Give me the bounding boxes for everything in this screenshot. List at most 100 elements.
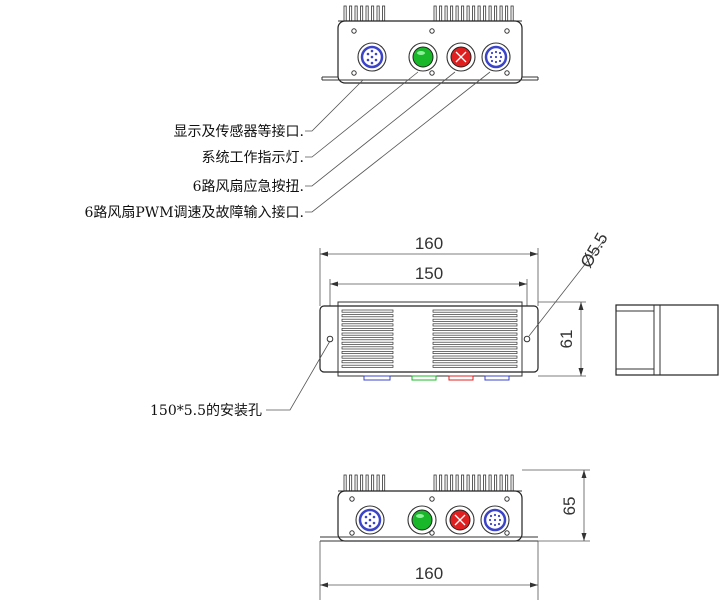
fin	[455, 5, 459, 22]
emergency-button-icon	[446, 42, 476, 72]
dim-arrows	[581, 470, 587, 541]
plan-view: 160 150 61 Ø5.5 150*5.5的安装孔	[150, 230, 612, 419]
plan-fin	[341, 309, 394, 313]
fin	[488, 5, 492, 22]
fin	[472, 474, 476, 492]
leader-pwm	[305, 71, 491, 213]
fin	[466, 474, 470, 492]
display-connector-icon	[355, 505, 385, 535]
screw-icon	[351, 28, 357, 34]
plan-fin	[432, 323, 518, 327]
fin	[382, 474, 386, 492]
plan-fin	[432, 360, 518, 364]
fin	[477, 5, 481, 22]
callout-indicator: 系统工作指示灯.	[202, 150, 304, 166]
fin	[354, 5, 358, 22]
heat-sink-fins-right	[433, 5, 514, 22]
plan-fin	[341, 341, 394, 345]
fin	[488, 474, 492, 492]
connector-stub	[448, 375, 474, 381]
leader-indicator	[305, 71, 419, 158]
indicator-light-icon	[407, 505, 437, 535]
indicator-light-icon	[408, 42, 438, 72]
dim-65: 65	[560, 497, 579, 516]
plan-fin	[341, 346, 394, 350]
pwm-connector-icon	[480, 505, 510, 535]
fin	[510, 474, 514, 492]
plan-fin	[432, 337, 518, 341]
fin	[505, 474, 509, 492]
callout-pwm-port: 6路风扇PWM调速及故障输入接口.	[84, 204, 304, 221]
screw-icon	[504, 496, 510, 502]
heat-sink-fins-left	[343, 5, 386, 22]
display-connector-icon	[357, 42, 387, 72]
fin	[444, 474, 448, 492]
fin	[461, 474, 465, 492]
front-view-top	[321, 5, 539, 84]
screw-icon	[504, 530, 510, 536]
fin	[343, 5, 347, 22]
plan-fin	[432, 314, 518, 318]
screw-icon	[504, 70, 510, 76]
screw-icon	[349, 496, 355, 502]
fin	[477, 474, 481, 492]
dim-150: 150	[415, 264, 443, 283]
fin	[499, 474, 503, 492]
fin	[354, 474, 358, 492]
plan-fin	[341, 314, 394, 318]
dim-160-bottom: 160	[415, 564, 443, 583]
plan-fin	[432, 351, 518, 354]
screw-icon	[349, 530, 355, 536]
leader-display	[305, 79, 364, 132]
plan-fin	[432, 318, 518, 322]
fin	[382, 5, 386, 22]
fin	[444, 5, 448, 22]
plan-fin	[432, 309, 518, 313]
plan-fin	[432, 364, 518, 368]
enclosure-side	[615, 304, 719, 376]
side-view	[615, 304, 719, 376]
fin	[472, 5, 476, 22]
fin	[439, 474, 443, 492]
plan-fin	[432, 341, 518, 345]
plan-fin	[341, 328, 394, 331]
fin	[450, 5, 454, 22]
fin	[371, 5, 375, 22]
fin	[343, 474, 347, 492]
leader-button	[305, 71, 456, 187]
fin	[483, 5, 487, 22]
plan-fin	[341, 337, 394, 341]
connector-stub	[411, 375, 437, 381]
fin	[505, 5, 509, 22]
plan-fin	[432, 328, 518, 331]
callout-emergency-button: 6路风扇应急按扭.	[193, 178, 304, 195]
plan-fin	[341, 318, 394, 322]
fin	[450, 474, 454, 492]
fin	[365, 5, 369, 22]
plan-fins-left	[341, 309, 394, 368]
fin	[360, 474, 364, 492]
plan-fin	[341, 355, 394, 359]
screw-icon	[429, 496, 435, 502]
plan-fin	[341, 364, 394, 368]
dim-hole-diameter: Ø5.5	[577, 230, 612, 271]
callout-mount-hole: 150*5.5的安装孔	[150, 403, 262, 419]
screw-icon	[429, 28, 435, 34]
fin	[483, 474, 487, 492]
leader-hole-diameter	[528, 239, 605, 337]
connector-stub	[484, 375, 510, 381]
plan-fin	[341, 332, 394, 336]
screw-icon	[351, 70, 357, 76]
front-view-bottom: 65 160	[319, 469, 590, 600]
fin	[376, 474, 380, 492]
callout-labels: 显示及传感器等接口. 系统工作指示灯. 6路风扇应急按扭. 6路风扇PWM调速及…	[84, 123, 304, 221]
emergency-button-icon	[445, 505, 475, 535]
fin	[433, 5, 437, 22]
fin	[494, 5, 498, 22]
fin	[349, 5, 353, 22]
plan-fin	[341, 360, 394, 364]
fin	[499, 5, 503, 22]
fin	[365, 474, 369, 492]
callout-leaders	[305, 71, 491, 213]
leader-mount-hole	[266, 340, 331, 411]
